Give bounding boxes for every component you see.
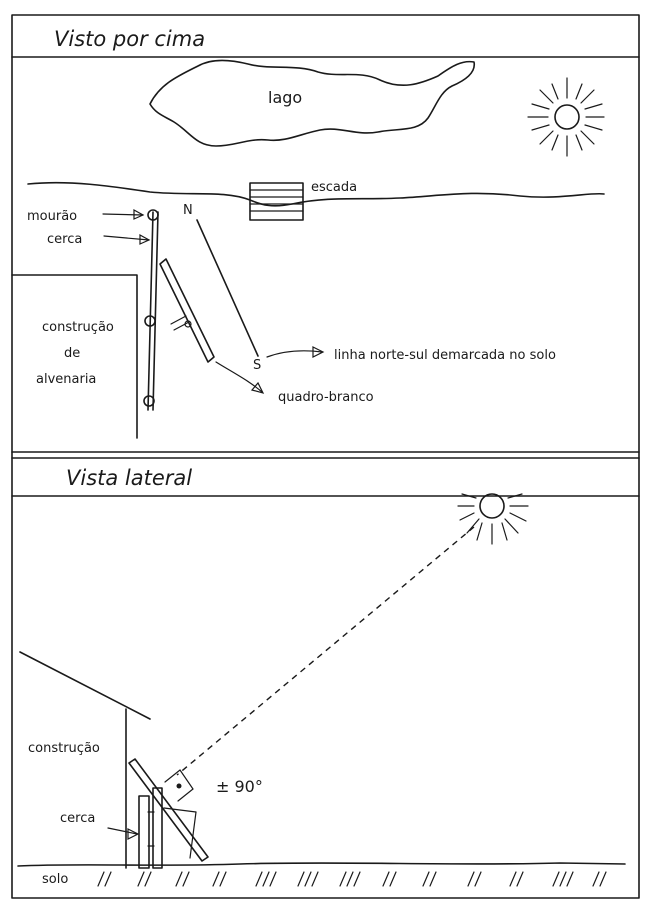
sun-icon-top bbox=[527, 77, 605, 157]
north-marker: N bbox=[183, 203, 193, 218]
ns-line-label: linha norte-sul demarcada no solo bbox=[334, 348, 556, 363]
fence-side-arrow bbox=[107, 827, 140, 840]
building-side-label: construção bbox=[28, 741, 100, 756]
side-view-title: Vista lateral bbox=[66, 466, 192, 490]
north-south-line bbox=[196, 219, 259, 357]
lake-label: lago bbox=[268, 88, 302, 107]
sun-icon-side bbox=[457, 493, 529, 545]
sun-ray-dashed bbox=[176, 526, 475, 776]
top-view-title: Visto por cima bbox=[54, 27, 205, 51]
building-label-line3: alvenaria bbox=[36, 372, 96, 387]
outer-frame bbox=[11, 14, 640, 899]
stairs-label: escada bbox=[311, 180, 357, 195]
lake-outline bbox=[149, 59, 476, 147]
fence-side-label: cerca bbox=[60, 811, 95, 826]
ground-label: solo bbox=[42, 872, 68, 887]
post-icon-3 bbox=[143, 395, 155, 407]
whiteboard-top bbox=[159, 258, 215, 363]
post-arrow bbox=[102, 208, 145, 220]
whiteboard-side bbox=[128, 758, 209, 862]
whiteboard-label: quadro-branco bbox=[278, 390, 374, 405]
building-outline-top bbox=[11, 274, 138, 439]
building-side bbox=[19, 651, 151, 869]
post-icon-1 bbox=[147, 209, 159, 221]
ns-line-arrow bbox=[266, 346, 325, 358]
stairs-drawing bbox=[249, 182, 304, 221]
post-icon-2 bbox=[144, 315, 156, 327]
post-label: mourão bbox=[27, 209, 77, 224]
building-label-line2: de bbox=[64, 346, 80, 361]
building-label-line1: construção bbox=[42, 320, 114, 335]
ground-line bbox=[17, 862, 626, 867]
fence-arrow bbox=[103, 233, 151, 245]
fence-top bbox=[147, 211, 159, 411]
right-angle-marker bbox=[164, 769, 194, 802]
fence-label: cerca bbox=[47, 232, 82, 247]
south-marker: S bbox=[253, 358, 261, 373]
fence-side bbox=[138, 787, 163, 869]
angle-label: ± 90° bbox=[216, 777, 263, 796]
whiteboard-arrow bbox=[215, 361, 265, 394]
ground-hatching bbox=[97, 871, 607, 887]
